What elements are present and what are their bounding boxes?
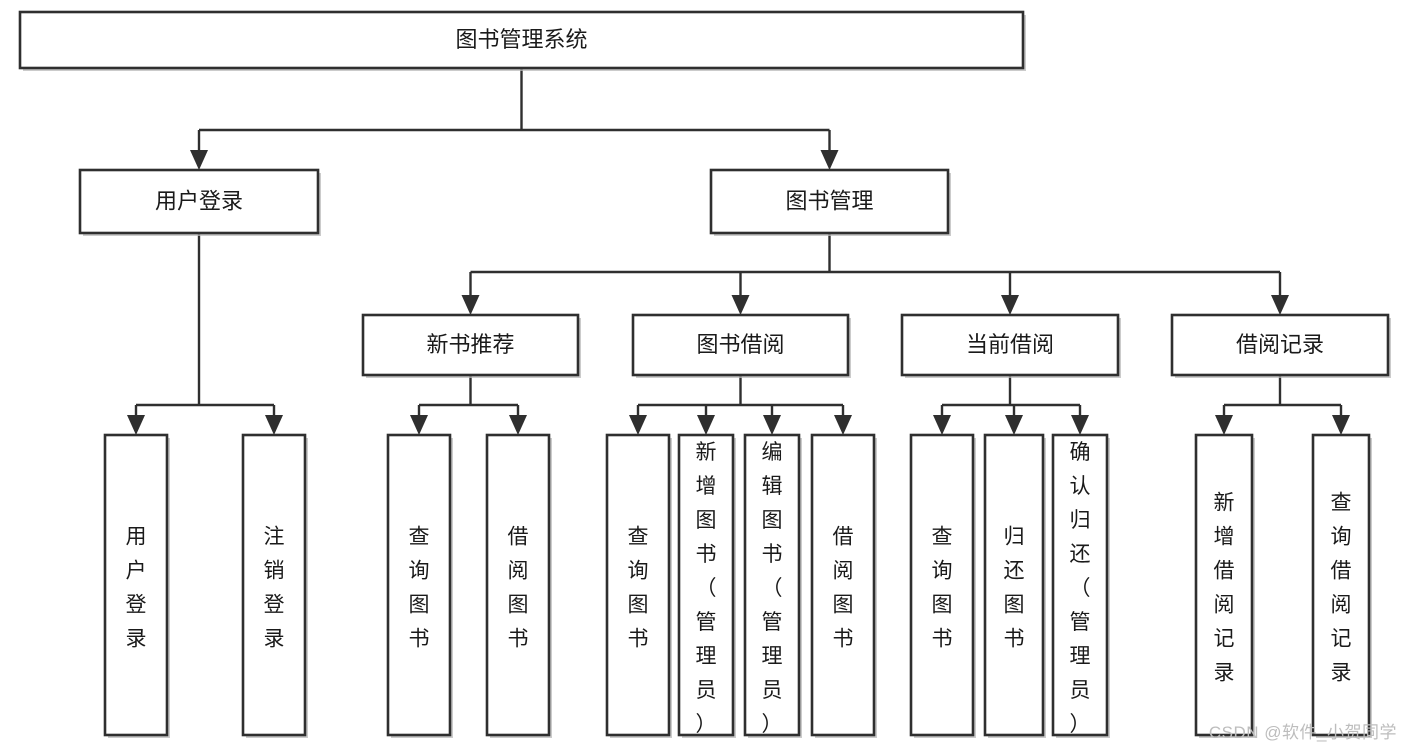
- node-box[interactable]: [485, 433, 551, 737]
- arrow-head-icon: [1005, 415, 1023, 435]
- nodes-layer: 图书管理系统用户登录图书管理新书推荐图书借阅当前借阅借阅记录用户登录注销登录查询…: [18, 10, 1391, 738]
- node-box[interactable]: [103, 433, 169, 737]
- edge-group-root: [190, 68, 839, 170]
- node-box[interactable]: [1051, 433, 1109, 737]
- node-label: 借阅图书: [833, 526, 854, 651]
- node-leaf-logout[interactable]: 注销登录: [241, 433, 308, 738]
- arrow-head-icon: [763, 415, 781, 435]
- node-leaf-query-book-cur[interactable]: 查询图书: [909, 433, 976, 738]
- node-borrow-record[interactable]: 借阅记录: [1170, 313, 1391, 378]
- edge-group-new-book-recommend: [410, 375, 527, 435]
- arrow-head-icon: [1215, 415, 1233, 435]
- node-label: 归还图书: [1004, 526, 1025, 651]
- node-book-manage[interactable]: 图书管理: [709, 168, 951, 236]
- node-label: 新增图书（管理员）: [696, 441, 717, 736]
- node-leaf-user-login[interactable]: 用户登录: [103, 433, 170, 738]
- node-current-borrow[interactable]: 当前借阅: [900, 313, 1121, 378]
- node-label: 用户登录: [126, 526, 147, 651]
- node-leaf-edit-book-admin[interactable]: 编辑图书（管理员）: [743, 433, 802, 738]
- node-user-login[interactable]: 用户登录: [78, 168, 321, 236]
- arrow-head-icon: [190, 150, 208, 170]
- edge-group-book-manage: [461, 233, 1289, 315]
- connectors-layer: [127, 68, 1350, 435]
- node-leaf-confirm-return-admin[interactable]: 确认归还（管理员）: [1051, 433, 1110, 738]
- node-box[interactable]: [631, 313, 850, 377]
- arrow-head-icon: [629, 415, 647, 435]
- node-box[interactable]: [361, 313, 580, 377]
- node-leaf-return-book[interactable]: 归还图书: [983, 433, 1046, 738]
- node-label: 新增借阅记录: [1214, 492, 1235, 685]
- arrow-head-icon: [410, 415, 428, 435]
- node-label: 查询借阅记录: [1331, 492, 1352, 685]
- arrow-head-icon: [697, 415, 715, 435]
- node-label: 查询图书: [932, 526, 953, 651]
- edge-group-book-borrow: [629, 375, 852, 435]
- node-label: 借阅图书: [508, 526, 529, 651]
- node-box[interactable]: [241, 433, 307, 737]
- node-box[interactable]: [18, 10, 1025, 70]
- node-root[interactable]: 图书管理系统: [18, 10, 1026, 71]
- edge-group-user-login: [127, 233, 283, 435]
- arrow-head-icon: [127, 415, 145, 435]
- node-box[interactable]: [78, 168, 320, 235]
- node-box[interactable]: [909, 433, 975, 737]
- node-box[interactable]: [386, 433, 452, 737]
- node-box[interactable]: [810, 433, 876, 737]
- node-leaf-add-borrow-record[interactable]: 新增借阅记录: [1194, 433, 1255, 738]
- arrow-head-icon: [933, 415, 951, 435]
- node-leaf-query-book-rec[interactable]: 查询图书: [386, 433, 453, 738]
- node-box[interactable]: [900, 313, 1120, 377]
- node-box[interactable]: [605, 433, 671, 737]
- node-box[interactable]: [983, 433, 1045, 737]
- arrow-head-icon: [265, 415, 283, 435]
- arrow-head-icon: [1071, 415, 1089, 435]
- node-label: 新书推荐: [426, 332, 514, 357]
- node-label: 编辑图书（管理员）: [762, 441, 783, 736]
- node-leaf-add-book-admin[interactable]: 新增图书（管理员）: [677, 433, 736, 738]
- node-label: 图书管理: [785, 188, 873, 213]
- node-leaf-borrow-book[interactable]: 借阅图书: [810, 433, 877, 738]
- node-label: 查询图书: [628, 526, 649, 651]
- node-book-borrow[interactable]: 图书借阅: [631, 313, 851, 378]
- arrow-head-icon: [1332, 415, 1350, 435]
- arrow-head-icon: [509, 415, 527, 435]
- node-label: 确认归还（管理员）: [1070, 441, 1091, 736]
- arrow-head-icon: [731, 295, 750, 315]
- node-box[interactable]: [743, 433, 801, 737]
- node-box[interactable]: [1311, 433, 1371, 737]
- node-label: 用户登录: [155, 188, 243, 213]
- node-label: 图书借阅: [696, 332, 784, 357]
- node-box[interactable]: [677, 433, 735, 737]
- edge-group-current-borrow: [933, 375, 1089, 435]
- node-box[interactable]: [1170, 313, 1390, 377]
- arrow-head-icon: [1001, 295, 1019, 315]
- node-label: 借阅记录: [1236, 332, 1324, 357]
- arrow-head-icon: [1271, 295, 1289, 315]
- node-label: 当前借阅: [966, 332, 1054, 357]
- arrow-head-icon: [834, 415, 852, 435]
- node-leaf-query-borrow-record[interactable]: 查询借阅记录: [1311, 433, 1372, 738]
- node-label: 图书管理系统: [455, 27, 587, 52]
- csdn-watermark: CSDN @软件_小贺同学: [1208, 723, 1397, 742]
- node-label: 注销登录: [264, 526, 285, 651]
- node-leaf-borrow-book-rec[interactable]: 借阅图书: [485, 433, 552, 738]
- arrow-head-icon: [461, 295, 480, 315]
- node-label: 查询图书: [409, 526, 430, 651]
- node-box[interactable]: [1194, 433, 1254, 737]
- node-leaf-query-book-borrow[interactable]: 查询图书: [605, 433, 672, 738]
- node-new-book-recommend[interactable]: 新书推荐: [361, 313, 581, 378]
- node-box[interactable]: [709, 168, 950, 235]
- edge-group-borrow-record: [1215, 375, 1350, 435]
- arrow-head-icon: [820, 150, 839, 170]
